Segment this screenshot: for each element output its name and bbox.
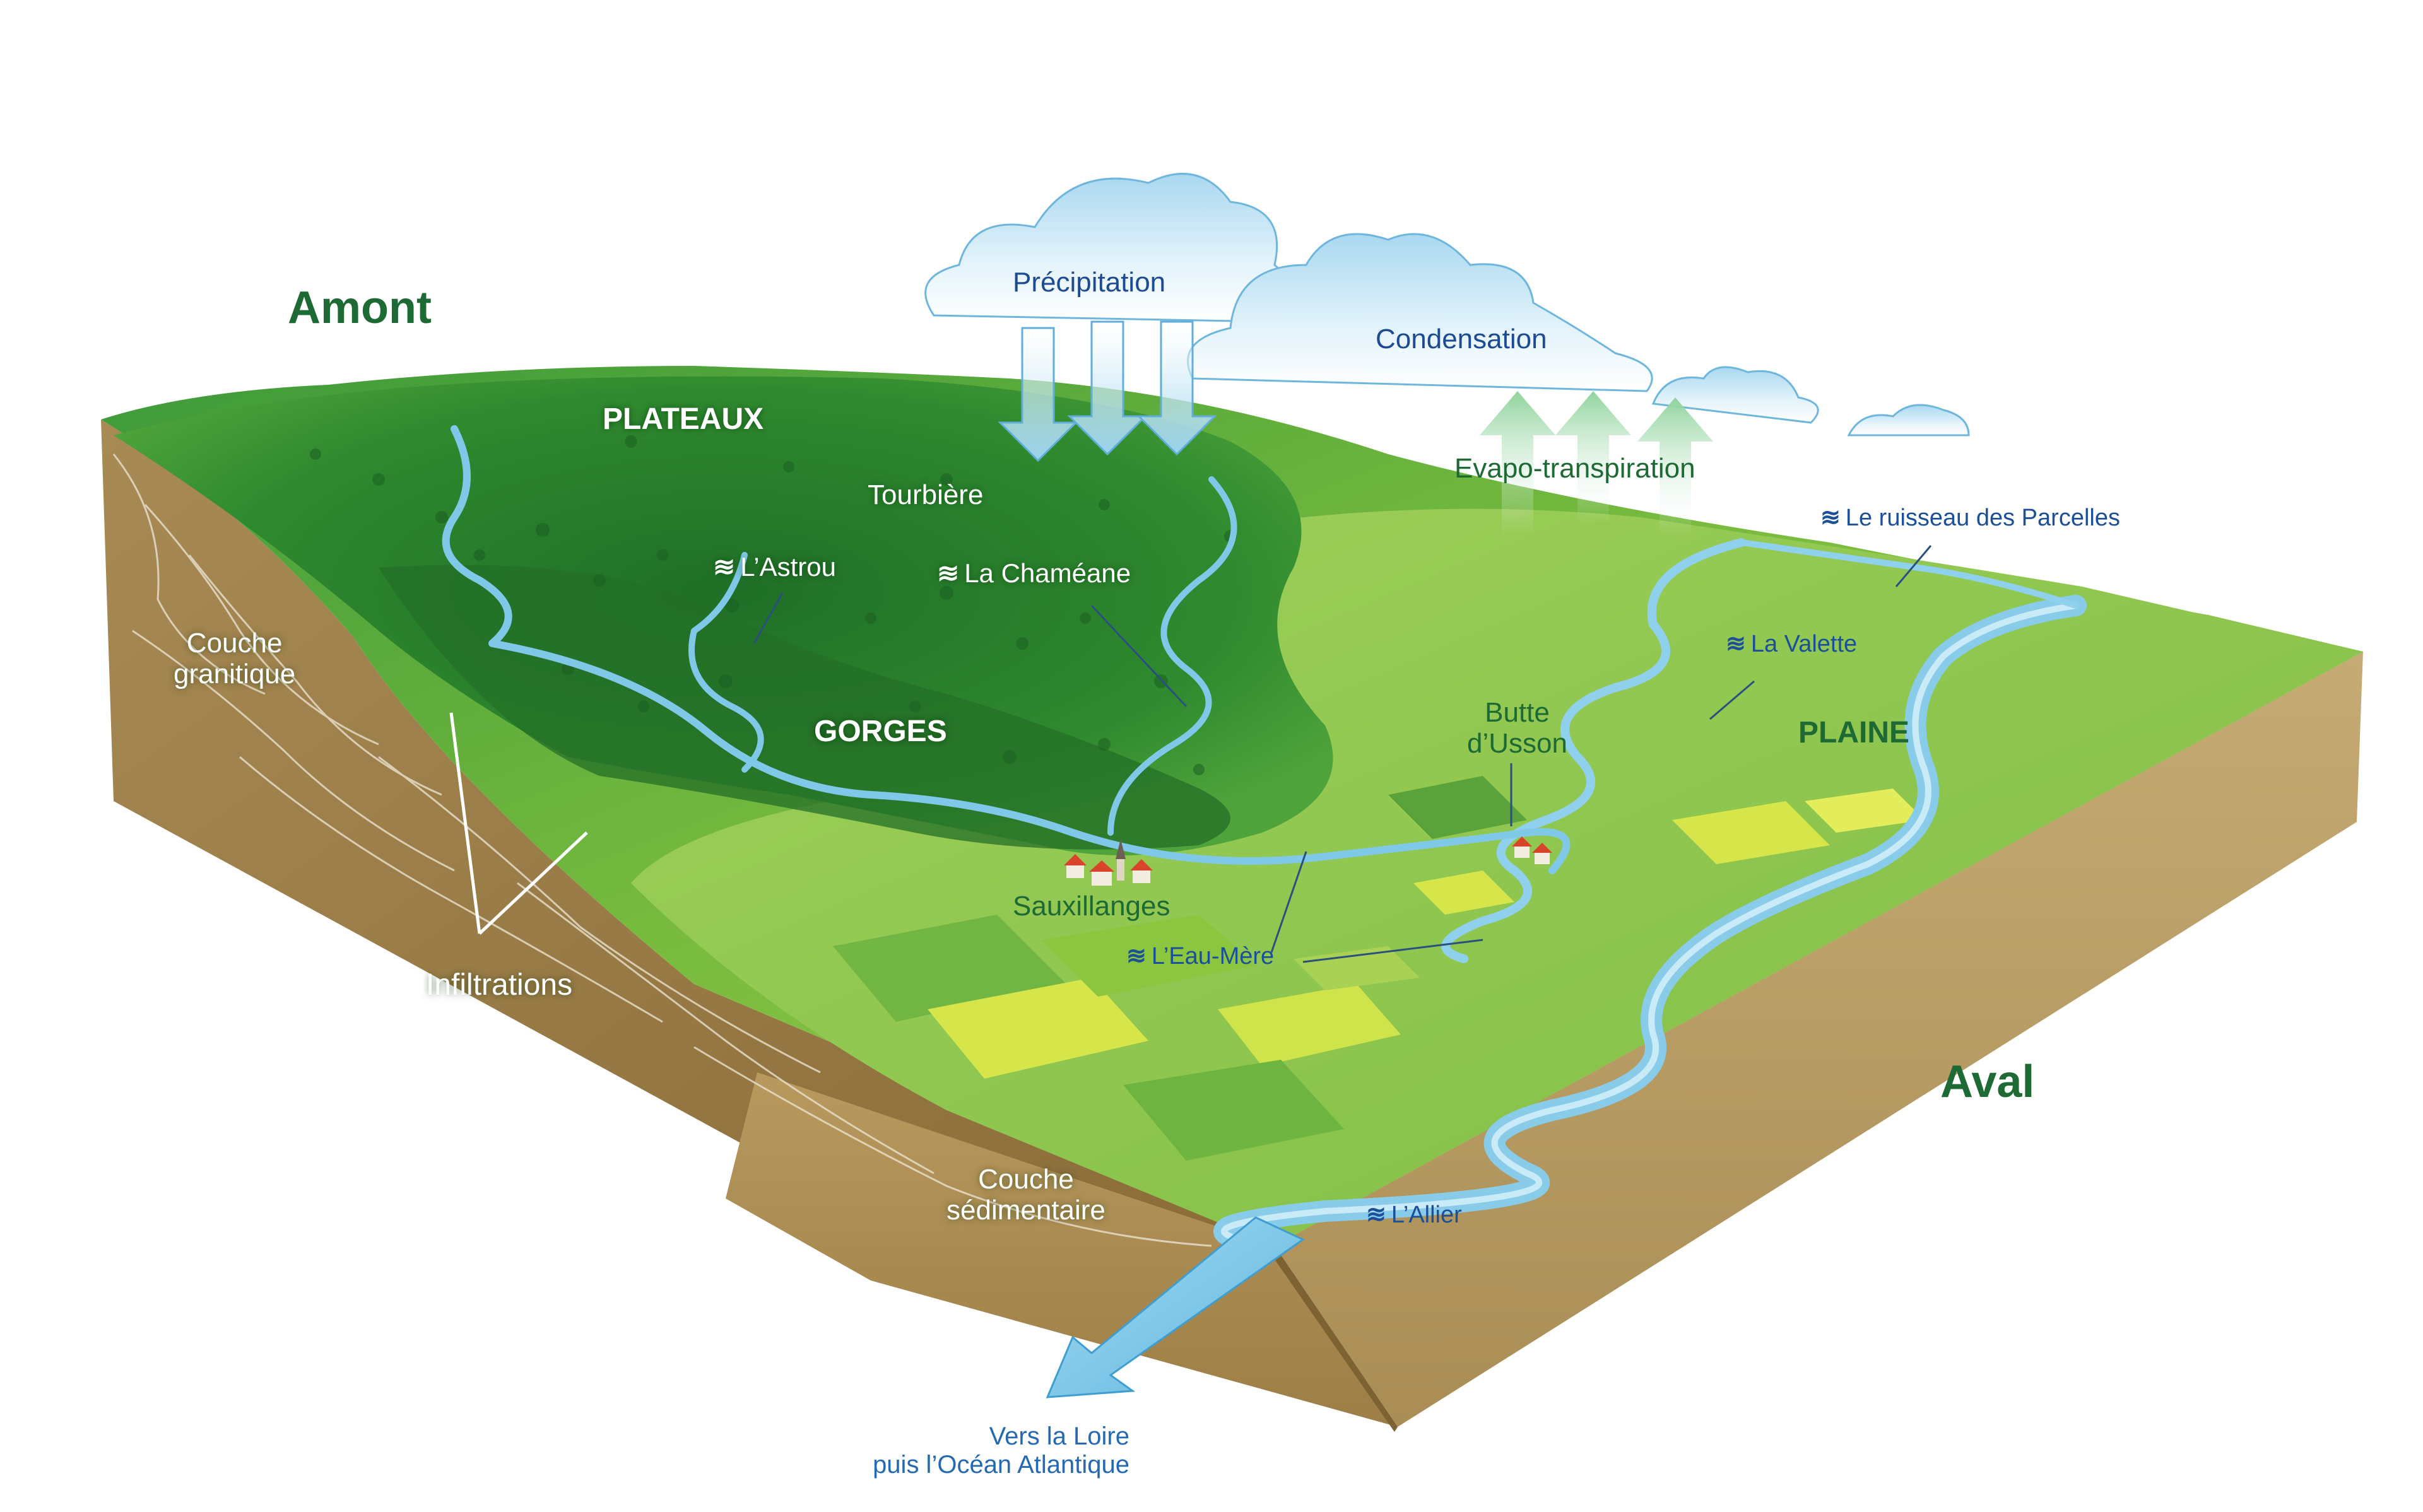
river-chameane: [1107, 476, 1237, 836]
river-label-eau-mere: ≋L’Eau-Mère: [1126, 943, 1274, 970]
zone-label-gorges: GORGES: [814, 715, 947, 748]
village-usson: [1512, 836, 1552, 864]
fields: [833, 776, 1925, 1161]
waves-icon: ≋: [1726, 631, 1746, 657]
geology-label-granitic: Couche granitique: [174, 628, 295, 690]
waves-icon: ≋: [1820, 505, 1841, 531]
village-sauxillanges: [1064, 839, 1153, 886]
place-label-tourbiere: Tourbière: [868, 479, 984, 510]
river-label-astrou: ≋L’Astrou: [713, 552, 836, 582]
river-label-allier: ≋L’Allier: [1366, 1202, 1462, 1229]
precipitation-arrows: [998, 320, 1217, 462]
butte-line1: Butte: [1485, 697, 1550, 728]
butte-line2: d’Usson: [1467, 728, 1567, 759]
place-label-sauxillanges: Sauxillanges: [1013, 891, 1170, 922]
zone-label-aval: Aval: [1940, 1057, 2035, 1107]
right-soil-face: [1275, 652, 2363, 1427]
outlet-label: Vers la Loire puis l’Océan Atlantique: [808, 1422, 1129, 1479]
waves-icon: ≋: [713, 552, 735, 582]
zone-label-amont: Amont: [288, 283, 432, 333]
zone-label-plaine: PLAINE: [1798, 716, 1910, 749]
granite-fractures: [112, 454, 1212, 1247]
river-name-chameane: La Chaméane: [964, 558, 1131, 588]
river-name-eau-mere: L’Eau-Mère: [1151, 943, 1275, 970]
front-soil-face: [726, 1072, 1398, 1427]
geology-sedimentary-line1: Couche: [978, 1164, 1074, 1195]
waves-icon: ≋: [1366, 1202, 1386, 1228]
zone-label-plateaux: PLATEAUX: [603, 402, 764, 436]
evapotranspiration-arrows: [1480, 391, 1713, 536]
leader-lines: [449, 712, 588, 935]
outlet-arrow: [1046, 1216, 1305, 1398]
river-label-parcelles: ≋Le ruisseau des Parcelles: [1820, 505, 2120, 532]
river-parcelles: [1738, 539, 2079, 609]
waves-icon: ≋: [937, 558, 959, 588]
river-name-parcelles: Le ruisseau des Parcelles: [1845, 505, 2120, 531]
process-label-condensation: Condensation: [1376, 324, 1547, 355]
river-valette: [1441, 538, 1746, 963]
rivers: [442, 425, 2087, 1247]
river-name-valette: La Valette: [1750, 631, 1858, 657]
river-eau-mere: [442, 425, 1571, 874]
place-label-butte-usson: Butte d’Usson: [1467, 697, 1567, 759]
process-label-infiltrations: Infiltrations: [426, 968, 573, 1002]
river-astrou: [688, 552, 764, 773]
leader-lines-dark: [753, 545, 1932, 963]
cloud-precipitation: [924, 173, 1293, 323]
geology-granitic-line2: granitique: [174, 659, 296, 690]
process-label-precipitation: Précipitation: [1013, 267, 1166, 298]
river-label-chameane: ≋La Chaméane: [937, 558, 1131, 588]
cloud-condensation: [1187, 233, 1970, 437]
outlet-line1: Vers la Loire: [989, 1422, 1129, 1450]
soil-edge-shade: [1270, 1246, 1398, 1432]
process-label-evapotranspiration: Evapo-transpiration: [1454, 453, 1695, 484]
outlet-line2: puis l’Océan Atlantique: [873, 1450, 1129, 1479]
river-name-astrou: L’Astrou: [740, 552, 836, 582]
river-label-valette: ≋La Valette: [1726, 631, 1857, 658]
river-name-allier: L’Allier: [1391, 1202, 1462, 1228]
waves-icon: ≋: [1126, 943, 1147, 970]
forest-gorges: [379, 565, 1230, 850]
geology-granitic-line1: Couche: [186, 628, 283, 659]
geology-sedimentary-line2: sédimentaire: [946, 1195, 1105, 1226]
geology-label-sedimentary: Couche sédimentaire: [946, 1164, 1105, 1226]
